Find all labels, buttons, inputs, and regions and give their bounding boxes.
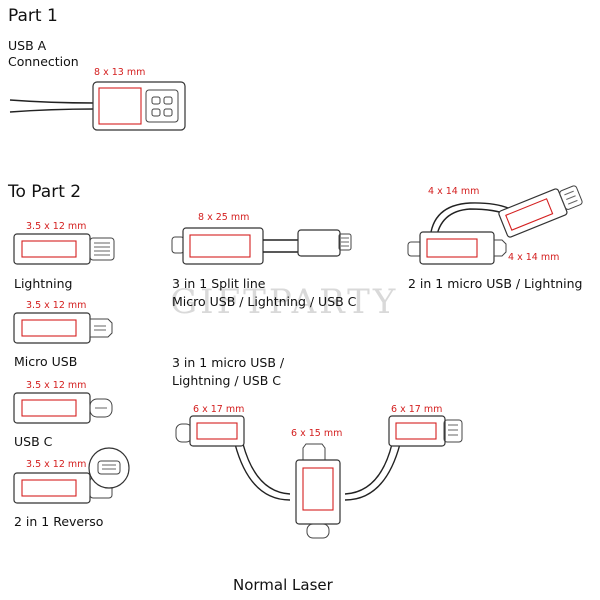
lightning-label: Lightning — [14, 276, 73, 291]
split-line-dimension: 8 x 25 mm — [198, 212, 250, 223]
to-part-2-heading: To Part 2 — [8, 182, 82, 202]
usb-c-connector-drawing — [13, 392, 113, 424]
usb-a-dimension: 8 x 13 mm — [94, 67, 146, 78]
two-in-one-right-dimension: 4 x 14 mm — [508, 252, 560, 263]
reverso-label: 2 in 1 Reverso — [14, 514, 104, 529]
footer-caption: Normal Laser — [233, 576, 333, 594]
three-in-one-label-line-1: 3 in 1 micro USB / — [172, 355, 285, 370]
three-in-one-left-dimension: 6 x 17 mm — [193, 404, 245, 415]
split-line-connector-drawing — [171, 227, 352, 265]
lightning-connector-drawing — [13, 233, 115, 265]
micro-usb-connector-drawing — [13, 312, 113, 344]
reverso-connector-drawing — [13, 447, 130, 504]
three-in-one-right-dimension: 6 x 17 mm — [391, 404, 443, 415]
split-line-label-line-2: Micro USB / Lightning / USB C — [172, 294, 357, 309]
two-in-one-label: 2 in 1 micro USB / Lightning — [408, 276, 583, 291]
usb-c-dimension: 3.5 x 12 mm — [26, 380, 87, 391]
usb-c-label: USB C — [14, 434, 53, 449]
micro-usb-dimension: 3.5 x 12 mm — [26, 300, 87, 311]
lightning-dimension: 3.5 x 12 mm — [26, 221, 87, 232]
usb-a-title-line-2: Connection — [8, 54, 79, 69]
two-in-one-top-dimension: 4 x 14 mm — [428, 186, 480, 197]
three-in-one-center-dimension: 6 x 15 mm — [291, 428, 343, 439]
two-in-one-connector-drawing — [407, 185, 583, 265]
reverso-dimension: 3.5 x 12 mm — [26, 459, 87, 470]
split-line-label-line-1: 3 in 1 Split line — [172, 276, 266, 291]
part-1-heading: Part 1 — [8, 6, 58, 26]
micro-usb-label: Micro USB — [14, 354, 78, 369]
watermark-text: GIFTPARTY — [170, 282, 399, 322]
three-in-one-connector-drawing — [175, 415, 463, 539]
three-in-one-label-line-2: Lightning / USB C — [172, 373, 281, 388]
usb-a-connector-drawing — [9, 81, 186, 131]
usb-a-title-line-1: USB A — [8, 38, 47, 53]
